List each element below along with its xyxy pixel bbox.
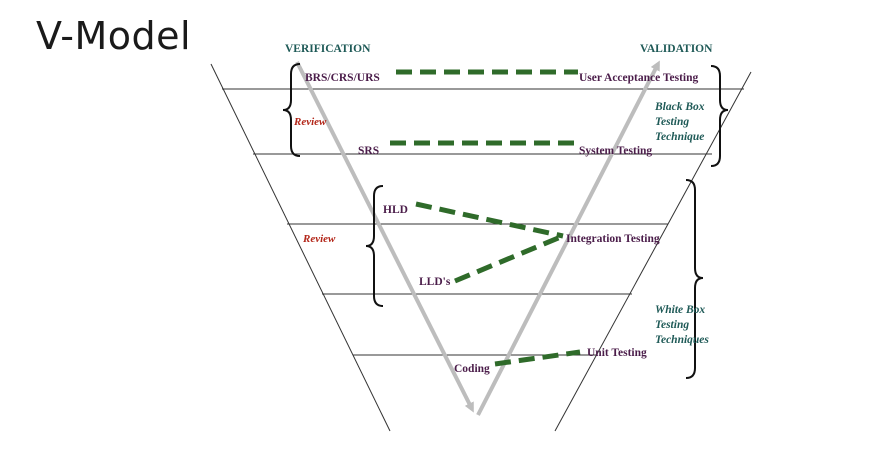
phase-uat: User Acceptance Testing (579, 72, 699, 84)
link-hld-integration (415, 201, 564, 239)
phase-integration-testing: Integration Testing (566, 233, 660, 245)
black-box-brace (710, 65, 729, 167)
link-coding-unit (494, 349, 581, 367)
white-box-line-3: Techniques (655, 334, 709, 346)
phase-hld: HLD (383, 204, 408, 216)
review-brace-mid (365, 185, 384, 307)
phase-unit-testing: Unit Testing (587, 347, 647, 359)
black-box-line-1: Black Box (654, 101, 705, 113)
black-box-line-3: Technique (655, 131, 704, 143)
verification-label: VERIFICATION (285, 43, 371, 55)
black-box-line-2: Testing (655, 116, 689, 128)
verification-arrow (295, 61, 474, 413)
phase-system-testing: System Testing (579, 145, 652, 157)
white-box-line-1: White Box (655, 304, 705, 316)
phase-srs: SRS (358, 145, 379, 157)
white-box-brace (685, 179, 704, 379)
review-brace-top (282, 63, 301, 157)
white-box-line-2: Testing (655, 319, 689, 331)
phase-lld: LLD's (419, 276, 451, 288)
slide-title: V-Model (36, 14, 192, 58)
validation-label: VALIDATION (640, 43, 713, 55)
v-left-edge (210, 63, 391, 432)
v-right-edge (554, 71, 752, 432)
review-label-mid: Review (302, 233, 336, 245)
phase-requirements: BRS/CRS/URS (305, 72, 380, 84)
phase-coding: Coding (454, 363, 490, 375)
review-label-top: Review (293, 116, 327, 128)
validation-arrow (476, 60, 660, 416)
link-lld-integration (454, 233, 564, 284)
